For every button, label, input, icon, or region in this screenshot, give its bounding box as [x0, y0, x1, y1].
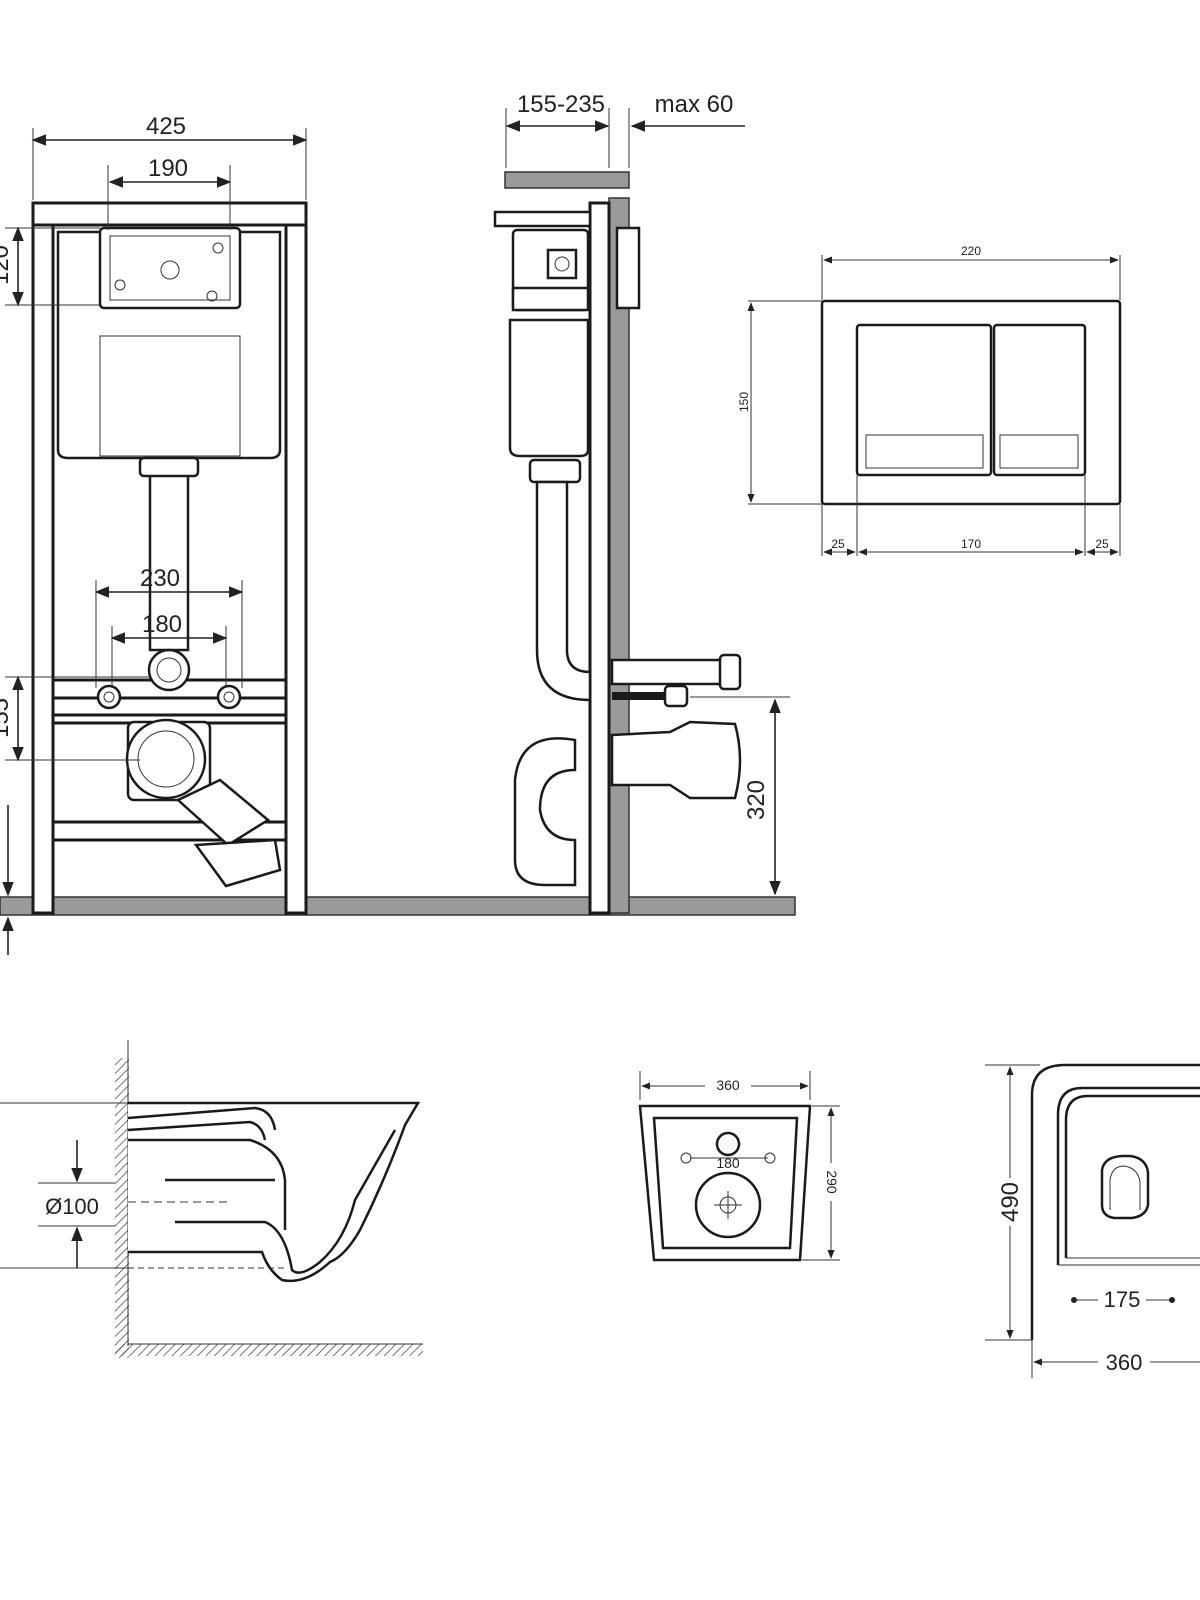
mount-bolt-icon: [216, 684, 242, 710]
side-actuator-base: [511, 286, 590, 312]
dim-label-25-right: 25: [1095, 537, 1109, 551]
side-frame-post: [588, 201, 611, 915]
mount-bolt-icon: [96, 684, 122, 710]
flush-screw-icon: [114, 279, 126, 291]
floor-line: [0, 896, 796, 916]
frame-post-right: [284, 201, 308, 915]
dim-label-max60: max 60: [655, 91, 734, 118]
flush-screw-icon: [212, 242, 224, 254]
side-view: 155-235 max 60 320: [493, 91, 790, 915]
frame-top-bar: [31, 201, 308, 227]
dim-label-rear-360: 360: [716, 1077, 740, 1093]
flush-button-small-window: [999, 434, 1079, 469]
dim-label-155: 155: [0, 698, 14, 738]
bowl-rear-view: 180 360 290: [638, 1071, 840, 1262]
wall-top-ledge: [504, 171, 630, 189]
dim-label-155-235: 155-235: [517, 91, 605, 118]
side-pipe: [535, 480, 592, 702]
dim-label-25-left: 25: [831, 537, 845, 551]
flush-outlet-inner: [156, 657, 182, 683]
top-bolt-icon: [1071, 1297, 1077, 1303]
dim-label-top-360: 360: [1106, 1350, 1143, 1375]
side-trap: [513, 737, 577, 887]
flush-button-small: [992, 323, 1087, 477]
dim-label-175: 175: [1104, 1287, 1141, 1312]
dim-label-425: 425: [146, 113, 186, 140]
dim-label-100: Ø100: [45, 1194, 99, 1219]
side-flush-button: [615, 226, 641, 310]
bowl-inner: [128, 1129, 397, 1274]
cistern-panel: [99, 335, 241, 457]
flush-pipe: [148, 468, 190, 652]
flush-opening: [98, 226, 242, 310]
flush-knob-icon: [160, 260, 180, 280]
side-actuator-core: [546, 248, 578, 280]
dim-label-rear-180: 180: [716, 1155, 740, 1171]
side-flush-connector-tip: [718, 653, 742, 691]
side-bolt: [612, 692, 682, 700]
mount-bolt-icon: [223, 691, 235, 703]
flush-screw-icon: [206, 290, 218, 302]
dim-label-290: 290: [824, 1170, 840, 1194]
flush-plate-view: 220 150 25 170 25: [737, 244, 1122, 556]
flush-button-large-window: [865, 434, 984, 469]
dim-label-150: 150: [737, 392, 751, 412]
dim-label-120: 120: [0, 245, 14, 285]
bowl-section-view: Ø100: [0, 1040, 423, 1358]
drain-elbow: [175, 778, 271, 847]
bowl-rim: [127, 1106, 277, 1141]
dim-label-490: 490: [997, 1182, 1024, 1222]
side-cistern: [508, 318, 590, 458]
rear-bolt-icon: [764, 1152, 776, 1164]
front-view: 425 190 120 230 180 155: [0, 113, 796, 955]
drain-outlet: [125, 718, 207, 800]
side-waste-connector: [610, 720, 742, 800]
dim-label-170: 170: [961, 537, 981, 551]
side-flush-connector: [610, 658, 724, 686]
frame-post-left: [31, 201, 55, 915]
flush-outlet: [147, 648, 191, 692]
dim-label-220: 220: [961, 244, 981, 258]
side-pipe-collar: [528, 458, 582, 484]
flush-button-large: [855, 323, 993, 477]
rear-flush-inlet-icon: [715, 1131, 741, 1157]
rear-bolt-icon: [680, 1152, 692, 1164]
top-bolt-icon: [1169, 1297, 1175, 1303]
drain-outlet-inner: [137, 730, 195, 788]
flush-opening-inner: [109, 235, 231, 301]
flush-pipe-collar: [138, 456, 200, 478]
bowl-top-view: 175 490 360: [985, 1063, 1200, 1378]
dim-label-230: 230: [140, 565, 180, 592]
side-actuator-knob-icon: [554, 256, 570, 272]
mount-bolt-icon: [103, 691, 115, 703]
bowl-top-drain: [1100, 1154, 1150, 1220]
section-floor: [115, 1344, 423, 1356]
section-wall: [115, 1058, 129, 1358]
drain-elbow-lower: [193, 838, 282, 888]
dim-label-180: 180: [142, 611, 182, 638]
side-bolt-nut: [663, 684, 689, 708]
dim-label-190: 190: [148, 155, 188, 182]
side-bracket: [493, 210, 592, 228]
dim-label-320: 320: [743, 780, 770, 820]
